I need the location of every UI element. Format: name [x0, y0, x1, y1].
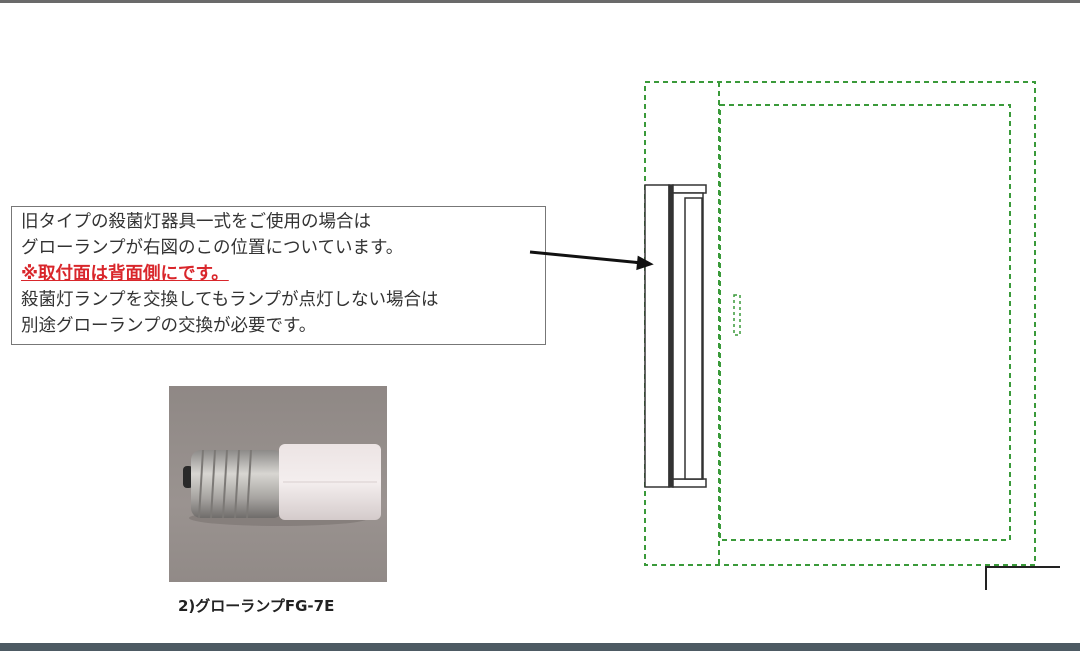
sterilizer-fixture [644, 184, 707, 488]
note-line-1: 旧タイプの殺菌灯器具一式をご使用の場合は [21, 212, 371, 232]
glow-lamp-photo [169, 386, 387, 582]
pointer-arrow [529, 250, 654, 271]
corner-box [985, 566, 1060, 590]
photo-caption: 2)グローランプFG-7E [178, 597, 335, 615]
note-warning: ※取付面は背面側にです。 [21, 264, 229, 284]
bottom-border [0, 643, 1080, 651]
top-border [0, 0, 1080, 3]
note-line-3: 殺菌灯ランプを交換してもランプが点灯しない場合は [21, 290, 439, 310]
note-line-4: 別途グローランプの交換が必要です。 [21, 316, 317, 336]
note-line-2: グローランプが右図のこの位置についています。 [21, 238, 404, 258]
glow-lamp-image [183, 444, 381, 526]
instruction-note: 旧タイプの殺菌灯器具一式をご使用の場合は グローランプが右図のこの位置についてい… [11, 206, 546, 345]
